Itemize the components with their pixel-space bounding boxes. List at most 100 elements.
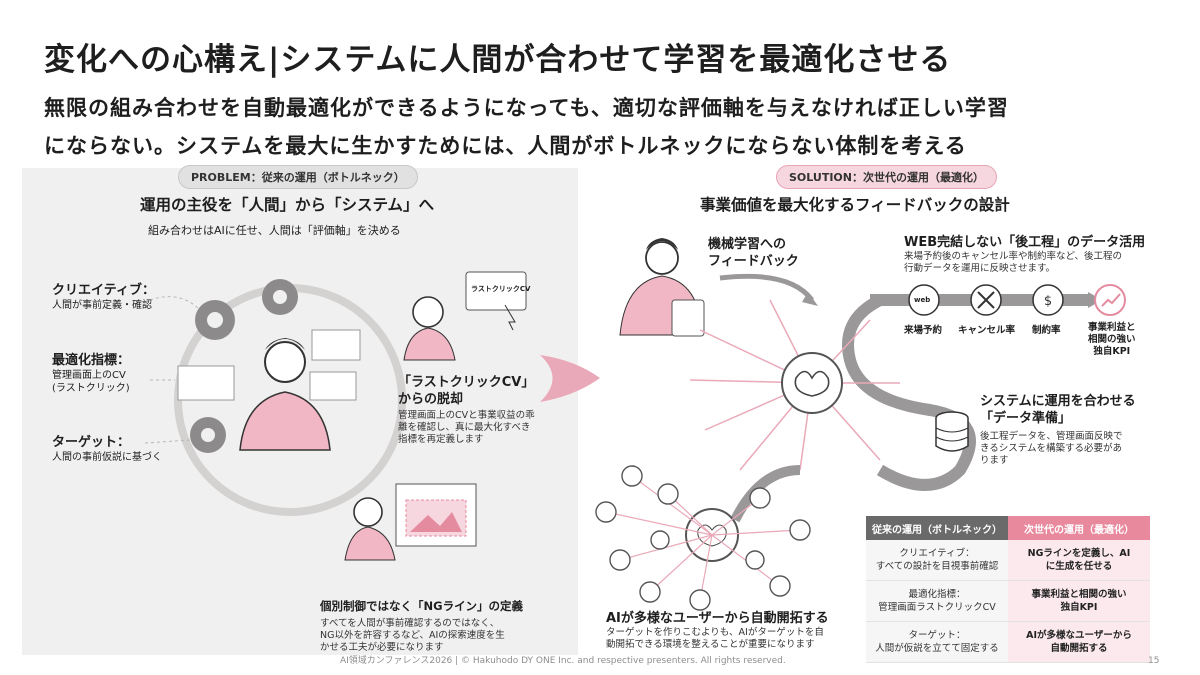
user-avatar-icon: [595, 465, 811, 611]
kpi-line-1: 事業利益と: [1088, 322, 1136, 333]
transition-arrow-icon: [540, 355, 600, 402]
cell-text: AIが多様なユーザーから: [1026, 630, 1132, 641]
table-header-row: 従来の運用（ボトルネック） 次世代の運用（最適化）: [866, 516, 1150, 540]
item-target-desc: 人間の事前仮説に基づく: [52, 452, 162, 463]
item-creative: クリエイティブ： 人間が事前定義・確認: [52, 282, 155, 312]
svg-text:$: $: [1044, 294, 1052, 309]
person-clicking-icon: [403, 271, 527, 361]
cell-text: 人間が仮説を立てて固定する: [875, 643, 999, 654]
web-desc-1: 来場予約後のキャンセル率や制約率など、後工程の: [904, 251, 1123, 262]
item-target: ターゲット： 人間の事前仮説に基づく: [52, 434, 162, 464]
flow-label-reserve: 来場予約: [904, 325, 943, 336]
table-header-new: 次世代の運用（最適化）: [1008, 516, 1150, 540]
table-cell-old: ターゲット： 人間が仮説を立てて固定する: [866, 621, 1008, 663]
table-header-old: 従来の運用（ボトルネック）: [866, 516, 1008, 540]
item-target-label: ターゲット：: [52, 435, 131, 450]
web-block: WEB完結しない「後工程」のデータ活用 来場予約後のキャンセル率や制約率など、後…: [904, 234, 1145, 275]
table-cell-old: 最適化指標： 管理画面ラストクリックCV: [866, 580, 1008, 622]
lastclick-block: 「ラストクリックCV」 からの脱却 管理画面上のCVと事業収益の乖 離を確認し、…: [398, 374, 535, 446]
data-prep-desc-1: 後工程データを、管理画面反映で: [980, 431, 1123, 442]
table-row: 最適化指標： 管理画面ラストクリックCV 事業利益と相関の強い独自KPI: [866, 580, 1150, 622]
web-icon: [908, 284, 940, 316]
table-row: ターゲット： 人間が仮説を立てて固定する AIが多様なユーザーから自動開拓する: [866, 621, 1150, 663]
cell-text: NGラインを定義し、AI: [1027, 548, 1131, 559]
cell-text: 自動開拓する: [1050, 643, 1108, 654]
ng-desc-2: NG以外を許容するなど、AIの探索速度を生: [320, 630, 505, 641]
ml-feedback: 機械学習への フィードバック: [708, 236, 799, 270]
ui-card-icon: [309, 371, 357, 401]
person-tablet-icon: [619, 238, 705, 337]
ai-users-desc-2: 動開拓できる環境を整えることが重要になります: [606, 639, 815, 650]
data-prep-heading-2: 「データ準備」: [980, 411, 1072, 426]
lastclick-heading-2: からの脱却: [398, 392, 464, 407]
kpi-growth-icon: [1094, 284, 1126, 316]
item-creative-label: クリエイティブ：: [52, 283, 155, 298]
footer-copyright: AI領域カンファレンス2026 | © Hakuhodo DY ONE Inc.…: [340, 656, 786, 666]
ng-heading: 個別制御ではなく「NGライン」の定義: [320, 599, 524, 613]
data-prep-heading-1: システムに運用を合わせる: [980, 394, 1136, 409]
solution-heading: 事業価値を最大化するフィードバックの設計: [700, 196, 1010, 214]
gear-icon: [190, 279, 298, 453]
table-cell-old: クリエイティブ： すべての設計を目視事前確認: [866, 540, 1008, 581]
cell-text: に生成を任せる: [1045, 561, 1113, 572]
web-desc-2: 行動データを運用に反映させます。: [904, 263, 1056, 274]
problem-heading: 運用の主役を「人間」から「システム」へ: [140, 196, 435, 214]
flow-label-contract: 制約率: [1032, 325, 1061, 336]
cell-text: 事業利益と相関の強い: [1031, 589, 1127, 600]
data-prep-block: システムに運用を合わせる 「データ準備」 後工程データを、管理画面反映で きるシ…: [980, 393, 1136, 467]
lastclick-heading-1: 「ラストクリックCV」: [398, 375, 535, 390]
flow-label-cancel: キャンセル率: [958, 325, 1016, 336]
ai-users-block: AIが多様なユーザーから自動開拓する ターゲットを作りこむよりも、AIがターゲッ…: [606, 610, 829, 651]
data-prep-desc-2: きるシステムを構築する必要があ: [980, 443, 1123, 454]
ml-feedback-line-2: フィードバック: [708, 254, 799, 269]
ui-card-icon: [177, 365, 235, 401]
ui-card-icon: [311, 329, 361, 361]
cell-text: すべての設計を目視事前確認: [875, 561, 999, 572]
thinking-person-icon: [239, 338, 331, 451]
item-creative-desc: 人間が事前定義・確認: [52, 300, 152, 311]
brain-icon: [781, 352, 843, 414]
comparison-table: 従来の運用（ボトルネック） 次世代の運用（最適化） クリエイティブ： すべての設計…: [866, 516, 1150, 663]
cancel-icon: [970, 284, 1002, 316]
cell-text: ターゲット：: [908, 630, 966, 641]
lastclick-desc-2: 離を確認し、真に最大化すべき: [398, 422, 531, 433]
ng-desc-1: すべてを人間が事前確認するのではなく、: [320, 618, 500, 629]
problem-badge: PROBLEM：従来の運用（ボトルネック）: [178, 165, 418, 189]
lastclick-screen-label: ラストクリックCV: [471, 285, 531, 293]
web-heading: WEB完結しない「後工程」のデータ活用: [904, 235, 1146, 250]
page-number: 15: [1148, 656, 1160, 666]
lead-line-1: 無限の組み合わせを自動最適化ができるようになっても、適切な評価軸を与えなければ正…: [44, 96, 1009, 120]
person-pointing-icon: [344, 483, 477, 561]
item-metric-label: 最適化指標：: [52, 353, 131, 368]
table-cell-new: AIが多様なユーザーから自動開拓する: [1008, 621, 1150, 663]
table-cell-new: 事業利益と相関の強い独自KPI: [1008, 580, 1150, 622]
ai-users-heading: AIが多様なユーザーから自動開拓する: [606, 611, 829, 626]
cell-text: 独自KPI: [1060, 602, 1098, 613]
page-title: 変化への心構え|システムに人間が合わせて学習を最適化させる: [44, 42, 952, 78]
table-row: クリエイティブ： すべての設計を目視事前確認 NGラインを定義し、AI に生成を任せ…: [866, 540, 1150, 581]
feedback-arrow-icon: [719, 273, 815, 302]
kpi-line-3: 独自KPI: [1093, 346, 1131, 357]
cell-text: 最適化指標：: [908, 589, 966, 600]
web-icon-text: web: [914, 296, 931, 304]
item-metric: 最適化指標： 管理画面上のCV (ラストクリック): [52, 352, 130, 395]
contract-icon: $: [1032, 284, 1064, 316]
item-metric-desc: 管理画面上のCV: [52, 370, 126, 381]
cell-text: 管理画面ラストクリックCV: [878, 602, 996, 613]
problem-sub: 組み合わせはAIに任せ、人間は「評価軸」を決める: [148, 224, 401, 237]
ai-users-desc-1: ターゲットを作りこむよりも、AIがターゲットを自: [606, 627, 824, 638]
lead-line-2: にならない。システムを最大に生かすためには、人間がボトルネックにならない体制を考…: [44, 134, 967, 158]
flow-label-kpi: 事業利益と 相関の強い 独自KPI: [1088, 322, 1136, 358]
kpi-line-2: 相関の強い: [1088, 334, 1136, 345]
solution-badge: SOLUTION：次世代の運用（最適化）: [776, 165, 997, 189]
item-metric-desc2: (ラストクリック): [52, 383, 130, 394]
ng-desc-3: かせる工夫が必要になります: [320, 642, 444, 653]
ng-block: 個別制御ではなく「NGライン」の定義 すべてを人間が事前確認するのではなく、 N…: [320, 598, 523, 654]
data-prep-desc-3: ります: [980, 455, 1009, 466]
database-icon: [935, 411, 969, 452]
lastclick-desc-1: 管理画面上のCVと事業収益の乖: [398, 410, 535, 421]
ml-feedback-line-1: 機械学習への: [708, 237, 787, 252]
cell-text: クリエイティブ：: [899, 548, 975, 559]
table-cell-new: NGラインを定義し、AI に生成を任せる: [1008, 540, 1150, 581]
